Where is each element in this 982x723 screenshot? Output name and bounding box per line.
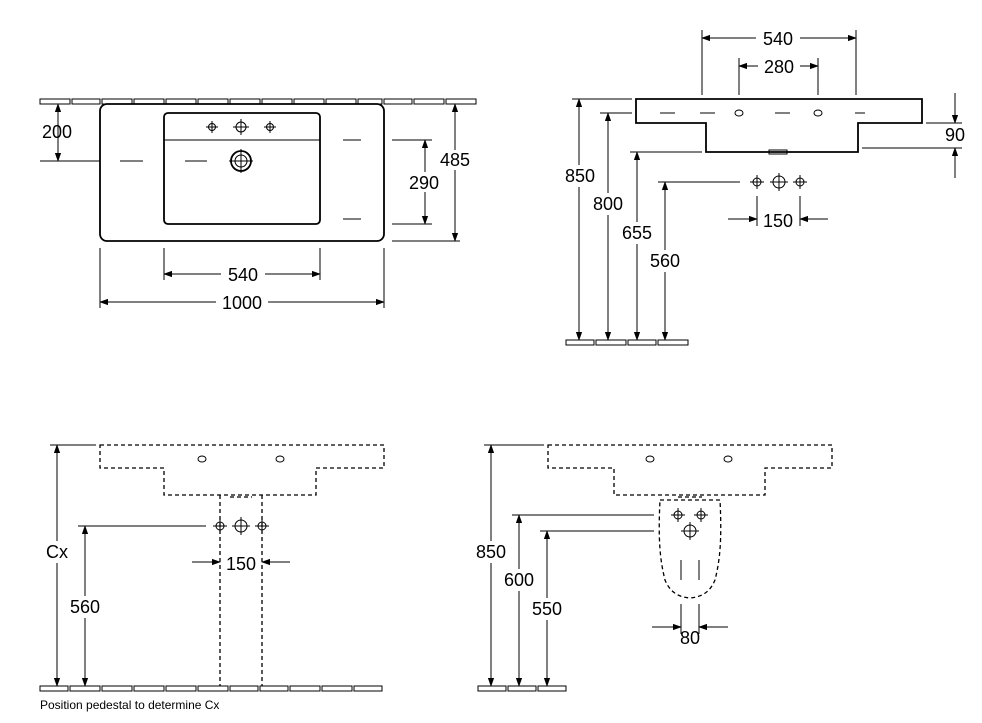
dim-540: 540	[228, 265, 258, 285]
top-view: 200 290 485 540 1000	[39, 98, 477, 313]
dim-550: 550	[532, 599, 562, 619]
dim-290: 290	[409, 173, 439, 193]
dim-540-elev: 540	[763, 29, 793, 49]
drain-icon	[229, 149, 253, 173]
bowl-outline	[163, 112, 321, 225]
elevation-view: 540 280 90 850 800 655	[562, 28, 965, 346]
dim-560-pedestal: 560	[70, 597, 100, 617]
dim-600: 600	[504, 570, 534, 590]
dim-485: 485	[440, 150, 470, 170]
basin-dashed	[99, 444, 385, 496]
dim-280: 280	[764, 57, 794, 77]
dim-150-pedestal: 150	[226, 554, 256, 574]
dim-655: 655	[622, 223, 652, 243]
dim-80: 80	[680, 628, 700, 648]
basin-elevation	[635, 98, 923, 153]
floor-strip	[477, 685, 567, 692]
dim-90: 90	[945, 125, 965, 145]
dim-800: 800	[593, 194, 623, 214]
dim-850: 850	[565, 166, 595, 186]
dim-200: 200	[42, 122, 72, 142]
wall-strip	[39, 98, 477, 105]
dim-1000: 1000	[222, 293, 262, 313]
supply-connection-icon	[750, 173, 807, 191]
dim-150: 150	[763, 211, 793, 231]
tap-hole-icon	[206, 119, 276, 135]
floor-strip	[39, 685, 383, 692]
tap-hole-icon	[734, 109, 823, 117]
dim-850-semi: 850	[476, 542, 506, 562]
floor-strip	[565, 339, 689, 346]
semi-pedestal-dashed	[658, 499, 722, 599]
supply-connection-icon	[671, 508, 708, 540]
semi-pedestal-view: 850 600 550 80	[472, 444, 833, 692]
dim-560: 560	[650, 251, 680, 271]
basin-outline	[99, 103, 385, 242]
dim-cx: Cx	[46, 542, 68, 562]
pedestal-note: Position pedestal to determine Cx	[40, 698, 219, 712]
supply-connection-icon	[213, 517, 269, 535]
pedestal-view: Cx 560 150 Position pedestal to determin…	[39, 444, 385, 712]
basin-dashed	[547, 444, 833, 496]
